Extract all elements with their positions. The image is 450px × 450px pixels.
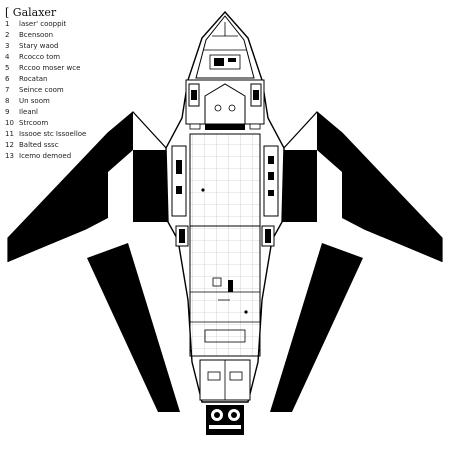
right-wing bbox=[270, 111, 443, 412]
legend-item-label: Issooe stc Issoelloe bbox=[19, 130, 87, 138]
legend-item: 6 Rocatan bbox=[5, 75, 47, 84]
left-wing-white-strip bbox=[8, 222, 178, 282]
main-deck bbox=[189, 133, 261, 357]
legend-item: 1 laser' cooppit bbox=[5, 20, 66, 29]
legend-item-label: Rocatan bbox=[19, 75, 48, 83]
legend-item-number: 1 bbox=[5, 20, 10, 28]
legend-item-label: Strcoom bbox=[19, 119, 49, 127]
starboard-compartment bbox=[263, 145, 279, 217]
fuselage bbox=[165, 10, 285, 403]
left-wing-edge-panel bbox=[8, 215, 88, 262]
legend-item-label: Stary waod bbox=[19, 42, 59, 50]
legend-item-label: Seince coom bbox=[19, 86, 64, 94]
left-wing-tip-panel bbox=[8, 133, 108, 262]
engine-block bbox=[206, 405, 244, 435]
legend-item: 4 Rcocco tom bbox=[5, 53, 60, 62]
legend-item-label: Rcocco tom bbox=[19, 53, 61, 61]
legend-item: 8 Un soom bbox=[5, 97, 50, 106]
legend-item: 9 Ileanl bbox=[5, 108, 38, 117]
legend-item-number: 4 bbox=[5, 53, 10, 61]
right-wing-leading-edge bbox=[317, 112, 342, 172]
legend-item-label: laser' cooppit bbox=[19, 20, 67, 28]
left-wing-leading-edge bbox=[108, 112, 133, 172]
right-wing-inner-panel bbox=[282, 150, 317, 222]
legend-item-number: 9 bbox=[5, 108, 10, 116]
legend-item: 11 Issooe stc Issoelloe bbox=[5, 130, 86, 139]
legend-item-number: 2 bbox=[5, 31, 10, 39]
legend-title: [ Galaxer bbox=[5, 6, 57, 19]
legend-item: 3 Stary waod bbox=[5, 42, 58, 51]
legend-item-number: 5 bbox=[5, 64, 10, 72]
legend-item-label: Rccoo moser wce bbox=[19, 64, 81, 72]
legend-item-number: 10 bbox=[5, 119, 14, 127]
legend-item-number: 6 bbox=[5, 75, 10, 83]
legend-item: 12 Balted sssc bbox=[5, 141, 59, 150]
legend-item-label: Balted sssc bbox=[19, 141, 59, 149]
legend-item-label: Icemo demoed bbox=[19, 152, 72, 160]
left-wing bbox=[7, 111, 180, 412]
legend-item: 2 Bcensoon bbox=[5, 31, 53, 40]
right-wing-tip-panel bbox=[342, 133, 442, 262]
legend-item-number: 8 bbox=[5, 97, 10, 105]
legend-item-number: 3 bbox=[5, 42, 10, 50]
legend-item-label: Un soom bbox=[19, 97, 50, 105]
port-compartment bbox=[171, 145, 187, 217]
legend-item-number: 7 bbox=[5, 86, 10, 94]
left-wing-inner-panel bbox=[133, 150, 168, 222]
central-chevron bbox=[204, 83, 246, 125]
legend-item: 10 Strcoom bbox=[5, 119, 48, 128]
legend-item-number: 11 bbox=[5, 130, 14, 138]
right-wing-white-strip bbox=[272, 222, 442, 282]
legend-item-label: Bcensoon bbox=[19, 31, 54, 39]
legend-item-label: Ileanl bbox=[19, 108, 38, 116]
legend-item-number: 12 bbox=[5, 141, 14, 149]
right-tail-fin bbox=[270, 243, 363, 412]
right-wing-edge-panel bbox=[362, 215, 442, 262]
left-tail-fin bbox=[87, 243, 180, 412]
legend-item: 7 Seince coom bbox=[5, 86, 64, 95]
legend-item: 13 Icemo demoed bbox=[5, 152, 71, 161]
legend-item: 5 Rccoo moser wce bbox=[5, 64, 80, 73]
legend-item-number: 13 bbox=[5, 152, 14, 160]
